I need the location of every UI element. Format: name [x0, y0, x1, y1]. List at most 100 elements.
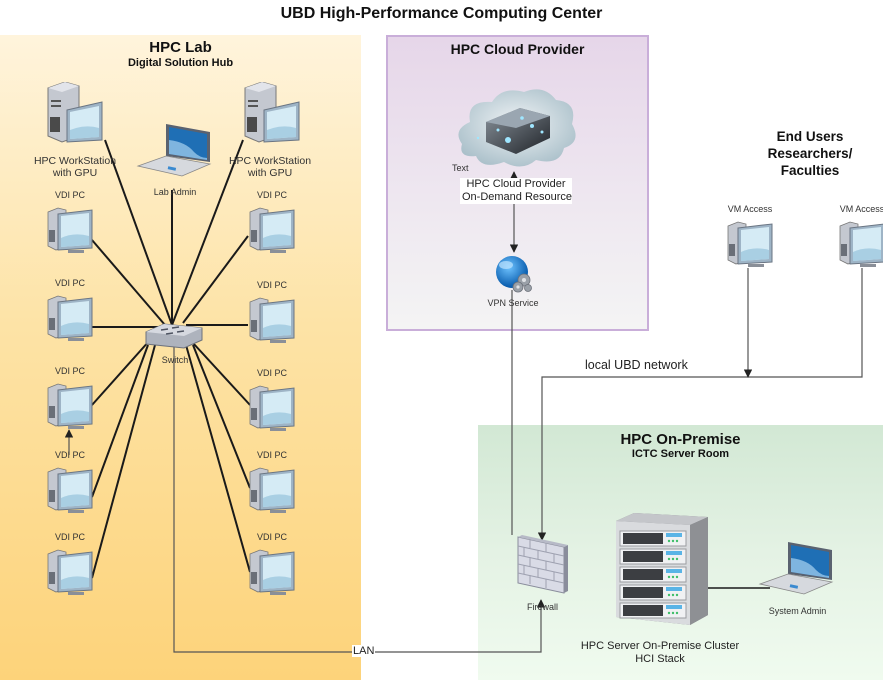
- local-network-label: local UBD network: [585, 358, 688, 372]
- desktop-pc-icon: [249, 297, 295, 343]
- lab-admin-label: Lab Admin: [153, 187, 197, 197]
- vdi-pc-left-1-label: VDI PC: [54, 190, 85, 200]
- rack-unit-led: [671, 611, 675, 615]
- vdi-pc-left-1[interactable]: [46, 206, 94, 261]
- vdi-pc-right-1-label: VDI PC: [256, 190, 287, 200]
- workstation-left-label: HPC WorkStation with GPU: [25, 155, 125, 179]
- end-users-title-line2: Researchers/: [767, 146, 853, 161]
- system-admin-laptop[interactable]: [758, 540, 834, 601]
- rack-unit-led: [671, 539, 675, 543]
- vm-access-pc-2[interactable]: [838, 220, 883, 275]
- on-premise-title: HPC On-Premise: [620, 431, 741, 448]
- workstation-right-label-line2: with GPU: [247, 167, 293, 179]
- rack-unit-led: [675, 557, 679, 561]
- vdi-pc-right-1[interactable]: [248, 206, 296, 261]
- page-title: UBD High-Performance Computing Center: [280, 5, 603, 22]
- vdi-pc-left-4-label: VDI PC: [54, 450, 85, 460]
- rack-unit-led: [667, 575, 671, 579]
- laptop-icon: [758, 542, 834, 595]
- vpn-service-label: VPN Service: [487, 298, 539, 308]
- network-switch[interactable]: [144, 322, 204, 355]
- desktop-pc-icon: [249, 549, 295, 595]
- cloud-provider-title: HPC Cloud Provider: [450, 41, 585, 57]
- desktop-pc-icon: [249, 467, 295, 513]
- cloud-resource[interactable]: [452, 82, 582, 177]
- vdi-pc-left-2-label: VDI PC: [54, 278, 85, 288]
- cloud-resource-label: HPC Cloud Provider On-Demand Resource: [460, 178, 572, 204]
- vdi-pc-right-5-label: VDI PC: [256, 532, 287, 542]
- vdi-pc-right-3-label: VDI PC: [256, 368, 287, 378]
- rack-unit-display: [666, 587, 682, 591]
- laptop-icon: [136, 124, 212, 177]
- lab-admin-laptop[interactable]: [136, 122, 212, 183]
- vpn-service[interactable]: [492, 254, 536, 299]
- vm-access-pc-1-label: VM Access: [727, 204, 773, 214]
- cloud-resource-label-line1: HPC Cloud Provider: [466, 178, 566, 190]
- server-label-line1: HPC Server On-Premise Cluster: [580, 640, 740, 652]
- rack-unit-grill: [623, 533, 663, 544]
- vdi-pc-left-4[interactable]: [46, 466, 94, 521]
- server-rack-icon: [616, 513, 708, 625]
- desktop-pc-icon: [47, 549, 93, 595]
- switch-icon: [145, 323, 203, 349]
- firewall-label: Firewall: [526, 602, 558, 612]
- vdi-pc-right-3[interactable]: [248, 384, 296, 439]
- firewall[interactable]: [516, 533, 570, 600]
- vdi-pc-right-4-label: VDI PC: [256, 450, 287, 460]
- desktop-pc-icon: [47, 295, 93, 341]
- vm-access-pc-1[interactable]: [726, 220, 774, 275]
- vdi-pc-left-3-label: VDI PC: [54, 366, 85, 376]
- rack-unit-grill: [623, 587, 663, 598]
- workstation-left-label-line1: HPC WorkStation: [33, 155, 117, 167]
- end-users-title-line1: End Users: [776, 129, 844, 144]
- workstation-left-label-line2: with GPU: [52, 167, 98, 179]
- cloud-resource-label-line2: On-Demand Resource: [462, 191, 573, 203]
- system-admin-label: System Admin: [768, 606, 827, 616]
- workstation-icon: [47, 81, 103, 143]
- hpc-server-cluster[interactable]: [614, 513, 710, 634]
- rack-unit-display: [666, 551, 682, 555]
- rack-unit-grill: [623, 605, 663, 616]
- vpn-globe-icon: [496, 256, 532, 293]
- rack-unit-display: [666, 569, 682, 573]
- server-label-line2: HCI Stack: [635, 653, 685, 665]
- rack-unit-grill: [623, 551, 663, 562]
- desktop-pc-icon: [727, 221, 773, 267]
- rack-unit-led: [667, 557, 671, 561]
- rack-unit-led: [671, 593, 675, 597]
- rack-unit-led: [671, 575, 675, 579]
- vdi-pc-left-3[interactable]: [46, 382, 94, 437]
- desktop-pc-icon: [47, 467, 93, 513]
- vdi-pc-left-5-label: VDI PC: [54, 532, 85, 542]
- rack-unit-led: [667, 539, 671, 543]
- workstation-right[interactable]: [242, 81, 302, 149]
- on-premise-subtitle: ICTC Server Room: [631, 448, 730, 460]
- desktop-pc-icon: [47, 383, 93, 429]
- vdi-pc-right-4[interactable]: [248, 466, 296, 521]
- rack-unit-led: [675, 575, 679, 579]
- rack-unit-display: [666, 605, 682, 609]
- vdi-pc-right-5[interactable]: [248, 548, 296, 603]
- rack-unit-led: [675, 539, 679, 543]
- server-label: HPC Server On-Premise Cluster HCI Stack: [574, 640, 746, 666]
- vdi-pc-left-5[interactable]: [46, 548, 94, 603]
- rack-unit-led: [667, 593, 671, 597]
- end-users-title-line3: Faculties: [780, 163, 840, 178]
- vdi-pc-right-2-label: VDI PC: [256, 280, 287, 290]
- rack-unit-led: [667, 611, 671, 615]
- hpc-lab-subtitle: Digital Solution Hub: [127, 57, 234, 69]
- workstation-left[interactable]: [45, 81, 105, 149]
- cloud-text-placeholder: Text: [452, 163, 469, 173]
- lan-label: LAN: [352, 645, 376, 657]
- desktop-pc-icon: [249, 385, 295, 431]
- workstation-icon: [244, 81, 300, 143]
- rack-unit-led: [671, 557, 675, 561]
- rack-unit-led: [675, 593, 679, 597]
- vdi-pc-right-2[interactable]: [248, 296, 296, 351]
- rack-unit-led: [675, 611, 679, 615]
- desktop-pc-icon: [249, 207, 295, 253]
- workstation-right-label-line1: HPC WorkStation: [228, 155, 312, 167]
- desktop-pc-icon: [839, 221, 883, 267]
- vdi-pc-left-2[interactable]: [46, 294, 94, 349]
- cloud-server-icon: [458, 89, 576, 167]
